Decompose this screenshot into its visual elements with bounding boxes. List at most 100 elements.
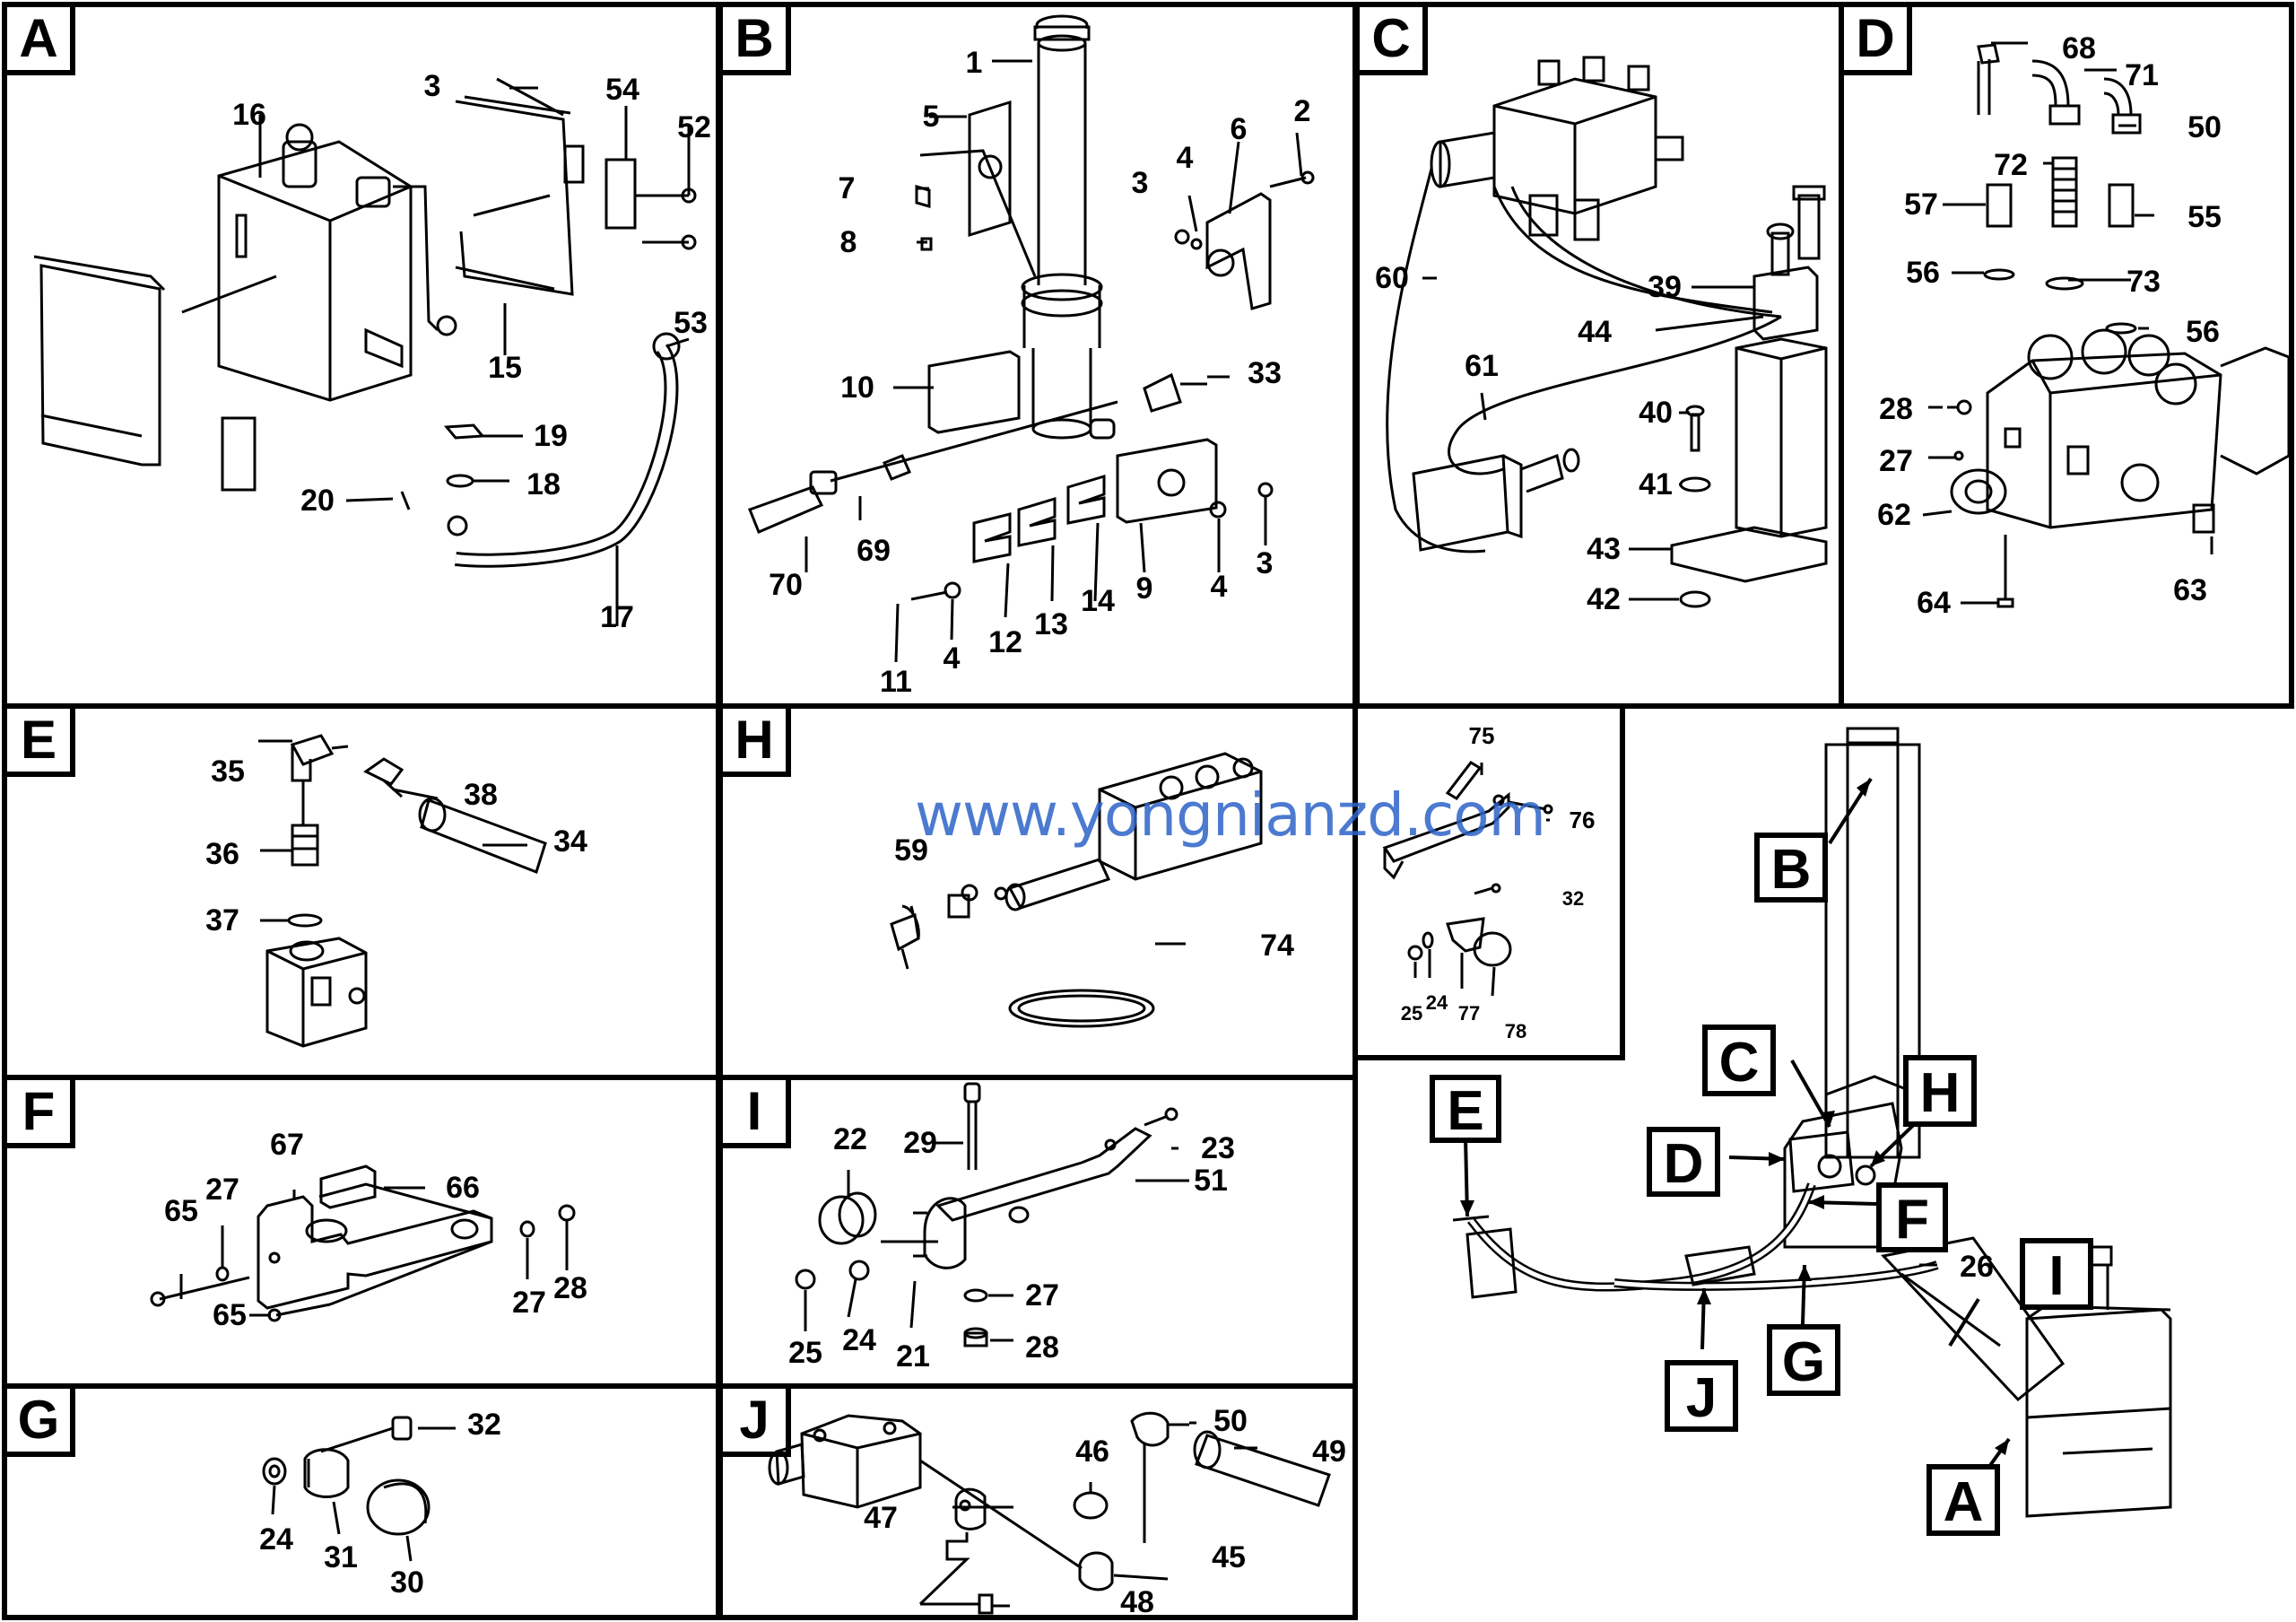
part-label: 43: [1587, 532, 1621, 566]
part-label: 78: [1504, 1020, 1527, 1042]
part-label: 23: [1201, 1131, 1235, 1165]
part-label: 71: [2125, 58, 2159, 92]
part-label: 8: [839, 225, 857, 259]
part-label: 17: [600, 600, 634, 634]
part-label: 61: [1465, 349, 1499, 383]
panel-h-letter: H: [723, 709, 791, 777]
part-label: 3: [1256, 546, 1274, 580]
part-label: 29: [903, 1126, 937, 1160]
part-label: 76: [1569, 807, 1596, 833]
part-label: 3: [423, 69, 441, 103]
part-label: 24: [842, 1323, 876, 1357]
part-label: 54: [605, 73, 639, 107]
part-label: 33: [1248, 356, 1282, 390]
diverter-valve-drawing: [890, 752, 1263, 1028]
part-label: 28: [1879, 392, 1913, 426]
overview-callout-a: A: [1926, 1464, 2000, 1536]
part-label: 66: [446, 1171, 480, 1205]
part-label: 50: [2187, 110, 2222, 144]
overview-callout-h: H: [1903, 1055, 1977, 1127]
panel-d-letter: D: [1844, 7, 1912, 75]
part-label: 56: [1906, 256, 1940, 290]
part-label: 4: [1176, 141, 1194, 175]
part-label: 64: [1917, 586, 1951, 620]
part-label: 3: [1131, 166, 1149, 200]
part-label: 13: [1034, 607, 1068, 641]
part-label: 48: [1120, 1585, 1154, 1619]
part-label: 73: [2126, 265, 2161, 299]
panel-a: A: [2, 2, 721, 709]
part-label: 27: [512, 1286, 546, 1320]
part-label: 27: [1879, 444, 1913, 478]
part-label: 49: [1312, 1435, 1346, 1469]
part-label: 70: [769, 568, 803, 602]
part-label: 32: [1561, 887, 1585, 910]
overview-callout-f: F: [1876, 1182, 1948, 1252]
part-label: 77: [1457, 1002, 1481, 1025]
part-label: 37: [205, 903, 239, 937]
panel-d: D: [1839, 2, 2294, 709]
hose-clamp-drawing: [262, 1416, 456, 1562]
part-label: 28: [1025, 1330, 1059, 1365]
part-label: 21: [896, 1339, 930, 1373]
part-label: 63: [2173, 573, 2207, 607]
overview-callout-d: D: [1647, 1127, 1720, 1197]
part-label: 36: [205, 837, 239, 871]
part-label: 22: [833, 1122, 867, 1156]
part-label: 2: [1293, 94, 1311, 128]
hydraulic-tank-drawing: [33, 77, 697, 626]
bracket-clamp-drawing: [1382, 761, 1553, 997]
overview-callout-j: J: [1665, 1360, 1738, 1432]
panel-c-letter: C: [1360, 7, 1428, 75]
part-label: 65: [213, 1298, 247, 1332]
part-label: 38: [464, 778, 498, 812]
gear-pump-drawing: [768, 1411, 1331, 1615]
part-label: 51: [1194, 1164, 1228, 1198]
part-label: 34: [553, 824, 587, 859]
panel-f: F: [2, 1075, 721, 1389]
panel-h: H 59 74: [718, 703, 1358, 1080]
mounting-block-drawing: [150, 1164, 576, 1322]
part-label: 40: [1639, 396, 1673, 430]
part-label: 59: [894, 833, 928, 868]
watermark: www.yongnianzd.com: [915, 780, 1546, 850]
overview-callout-b: B: [1754, 833, 1828, 903]
part-label: 39: [1648, 270, 1682, 304]
part-label: 60: [1375, 261, 1409, 295]
part-label: 46: [1075, 1435, 1109, 1469]
part-label: 68: [2062, 31, 2096, 65]
panel-i-letter: I: [723, 1080, 791, 1148]
part-label: 11: [880, 665, 912, 699]
part-label: 53: [674, 306, 708, 340]
part-label: 12: [988, 625, 1022, 659]
part-label: 14: [1081, 584, 1115, 618]
part-label: 52: [677, 110, 711, 144]
part-label: 67: [270, 1128, 304, 1162]
overview-callout-i: I: [2020, 1238, 2093, 1310]
part-label: 15: [488, 351, 522, 385]
part-label: 7: [838, 171, 856, 205]
part-label: 26: [1960, 1250, 1994, 1284]
part-label: 56: [2186, 315, 2220, 349]
part-label: 31: [324, 1540, 358, 1574]
part-label: 25: [1400, 1002, 1423, 1025]
overview-callout-g: G: [1767, 1324, 1840, 1396]
part-label: 50: [1213, 1404, 1248, 1438]
panel-g: G 32 24 31 30: [2, 1383, 721, 1620]
part-label: 41: [1639, 467, 1673, 501]
part-label: 75: [1468, 722, 1495, 749]
panel-f-letter: F: [7, 1080, 75, 1148]
clamp-bracket-drawing: [795, 1082, 1189, 1347]
overview-callout-c: C: [1702, 1025, 1776, 1096]
panel-j: J: [718, 1383, 1358, 1620]
part-label: 27: [205, 1173, 239, 1207]
panel-bracket: 75 76 32 25 24 77 78: [1352, 703, 1625, 1060]
control-valve-drawing: [1922, 41, 2291, 608]
part-label: 44: [1578, 315, 1612, 349]
panel-b-letter: B: [723, 7, 791, 75]
part-label: 9: [1135, 571, 1153, 606]
panel-g-letter: G: [7, 1389, 75, 1457]
part-label: 18: [526, 467, 561, 501]
part-label: 19: [534, 419, 568, 453]
